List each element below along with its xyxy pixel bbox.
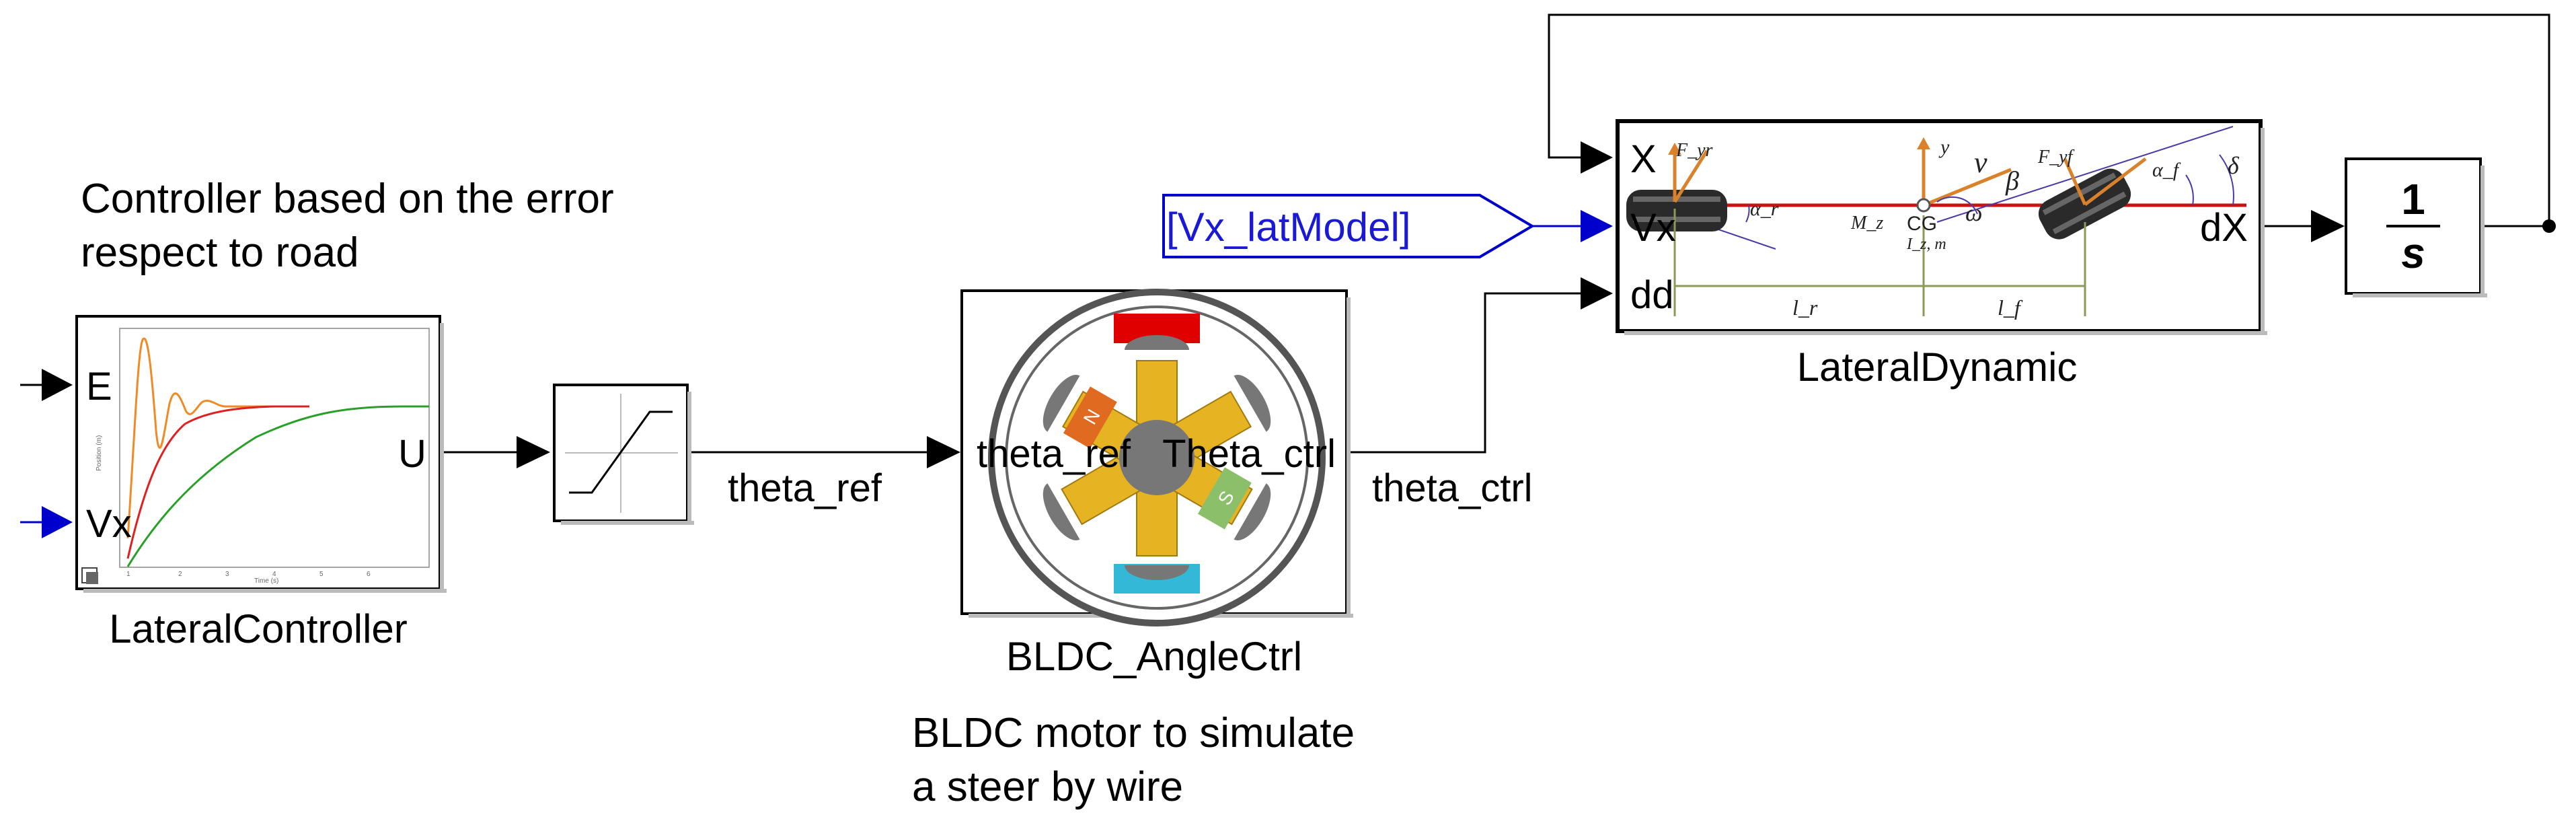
arrow-vx [42, 506, 73, 538]
xtick-3: 3 [225, 571, 229, 578]
sym-lf: l_f [1998, 295, 2023, 320]
arrow-dd [1581, 277, 1613, 310]
response-curve-orange [126, 337, 276, 539]
sym-delta: δ [2228, 152, 2240, 179]
north-pole-magnet: N [1063, 386, 1117, 449]
cg-marker [1916, 198, 1931, 213]
lateral-dynamic-block[interactable]: F_yr α_r M_z y v β F_yf α_f δ CG ω I_z, … [1616, 119, 2267, 335]
signal-lines [20, 13, 2550, 524]
response-curve-green [126, 405, 429, 567]
controller-input-e: E [86, 365, 112, 408]
sym-beta: β [2005, 166, 2019, 196]
theta-ctrl-line[interactable] [1347, 292, 1584, 454]
bldc-input-theta-ref: theta_ref [977, 432, 1131, 476]
theta-ref-label: theta_ref [728, 466, 882, 510]
lateral-controller-block[interactable]: 1 2 3 4 5 6 Time (s) Position (m) E Vx U [75, 315, 447, 593]
xtick-5: 5 [319, 571, 324, 578]
rotor-hub [1119, 420, 1195, 495]
south-pole-magnet: S [1197, 467, 1252, 530]
integrator-block[interactable]: 1 s [2345, 157, 2487, 297]
integrator-numerator: 1 [2401, 175, 2425, 223]
feedback-line[interactable] [1548, 13, 2550, 226]
heading-line [1936, 126, 2234, 223]
controller-input-vx: Vx [86, 502, 132, 546]
theta-ctrl-label: theta_ctrl [1372, 466, 1533, 510]
controller-annotation-line2: respect to road [81, 229, 359, 276]
xtick-2: 2 [178, 571, 182, 578]
sym-fyr: F_yr [1675, 140, 1713, 161]
arrow-bldc [927, 436, 960, 468]
arrow-integrator [2311, 210, 2345, 242]
controller-mask-plot: 1 2 3 4 5 6 Time (s) Position (m) [81, 328, 430, 585]
controller-output-u: U [398, 432, 426, 476]
sym-alpha-r: α_r [1750, 198, 1779, 220]
xtick-6: 6 [367, 571, 371, 578]
response-curve-red [126, 405, 309, 559]
xtick-4: 4 [272, 571, 276, 578]
integrator-denominator: s [2401, 229, 2425, 277]
bldc-motor-icon: N S [988, 289, 1326, 626]
bldc-annotation-line2: a steer by wire [912, 764, 1184, 810]
bldc-annotation: BLDC motor to simulate a steer by wire [912, 707, 1355, 814]
plot-xticks: 1 2 3 4 5 6 [126, 571, 371, 578]
sym-lr: l_r [1792, 295, 1818, 320]
lateral-dynamic-name: LateralDynamic [1797, 345, 2078, 390]
bldc-output-theta-ctrl: Theta_ctrl [1162, 432, 1336, 476]
plot-ylabel: Position (m) [96, 435, 103, 471]
sym-fyf: F_yf [2037, 147, 2075, 168]
plot-xlabel: Time (s) [254, 577, 278, 585]
sym-iz-m: I_z, m [1906, 236, 1946, 253]
arrow-e [42, 369, 73, 401]
xtick-1: 1 [126, 571, 130, 578]
controller-annotation: Controller based on the error respect to… [81, 172, 614, 280]
force-vectors [1673, 144, 2147, 207]
sym-cg: CG [1907, 213, 1937, 235]
dynamic-output-dx: dX [2200, 206, 2248, 250]
arrow-x [1581, 141, 1613, 174]
dynamic-input-dd: dd [1630, 273, 1674, 317]
sym-v: v [1974, 146, 1987, 179]
vehicle-bicycle-model-icon: F_yr α_r M_z y v β F_yf α_f δ CG ω I_z, … [1626, 126, 2246, 320]
arrow-vx-dyn [1581, 210, 1613, 242]
sym-omega: ω [1965, 199, 1982, 226]
sym-mz: M_z [1850, 213, 1883, 234]
bldc-block-name: BLDC_AngleCtrl [1006, 634, 1302, 679]
arrowheads [42, 141, 2345, 538]
vx-latmodel-goto-tag[interactable]: [Vx_latModel] [1162, 194, 1535, 258]
arrow-saturation [517, 436, 550, 468]
lateral-controller-name: LateralController [109, 606, 408, 651]
saturation-block[interactable] [553, 384, 694, 525]
dynamic-input-vx: Vx [1630, 206, 1676, 250]
bldc-annotation-line1: BLDC motor to simulate [912, 710, 1355, 756]
saturation-icon [569, 410, 673, 494]
bldc-block[interactable]: N S theta_ref Theta_ctrl [960, 289, 1353, 626]
sym-alpha-f: α_f [2152, 159, 2181, 181]
goto-tag-label: [Vx_latModel] [1166, 205, 1411, 250]
dynamic-input-x: X [1630, 137, 1657, 181]
controller-annotation-line1: Controller based on the error [81, 176, 614, 222]
sym-y: y [1938, 136, 1950, 158]
branch-point [2542, 219, 2556, 233]
